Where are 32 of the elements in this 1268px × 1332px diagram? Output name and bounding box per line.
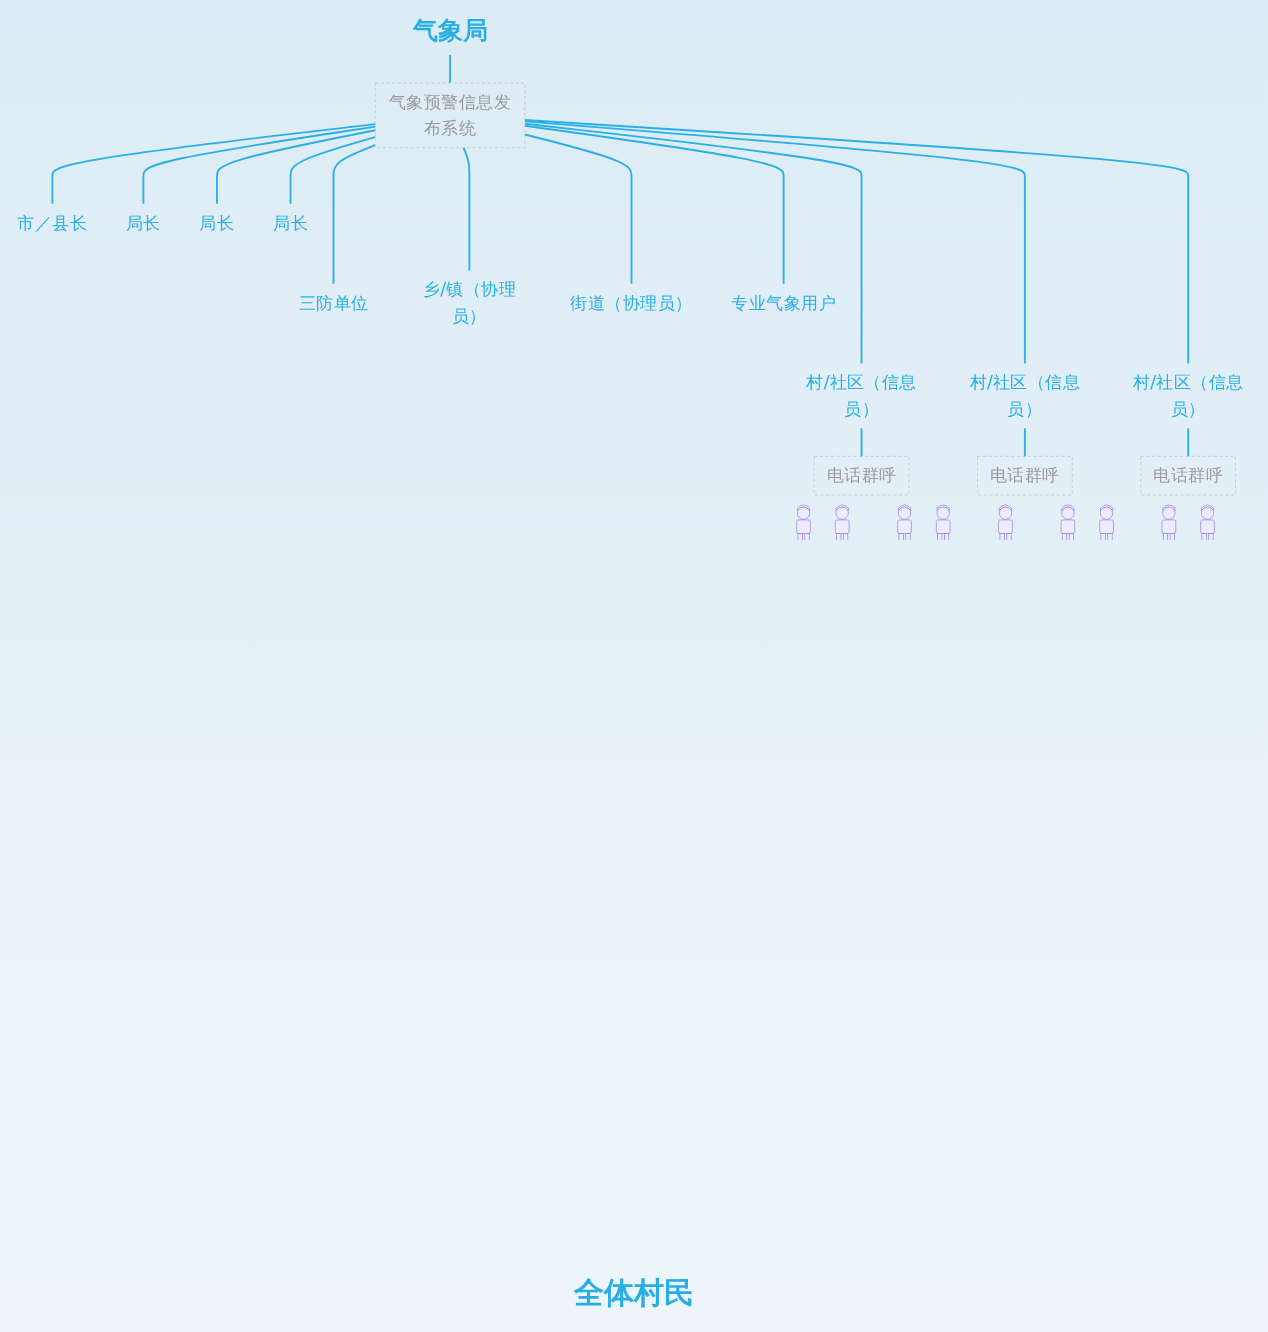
connector: [449, 53, 452, 84]
connector: [289, 136, 377, 205]
connector: [332, 144, 377, 285]
connector: [523, 133, 633, 285]
node-text: 村/社区（信息员）: [969, 372, 1081, 419]
node-text: 气象局: [412, 15, 488, 45]
connector: [523, 122, 863, 365]
node-box: 电话群呼: [813, 456, 910, 496]
node-text: 村/社区（信息员）: [1132, 372, 1244, 419]
connector: [860, 427, 863, 458]
connector: [1187, 427, 1190, 458]
connector: [51, 123, 377, 205]
connector: [1023, 427, 1026, 458]
node-text: 局长: [125, 212, 161, 234]
node-text: 局长: [199, 212, 235, 234]
node-box: 气象预警信息发布系统: [375, 82, 526, 149]
node-text: 街道（协理员）: [570, 292, 693, 313]
connector: [216, 129, 377, 205]
node-text: 局长: [273, 212, 308, 234]
node-text: 三防单位: [298, 292, 369, 313]
connector: [523, 124, 785, 285]
node-text: 乡/镇（协理员）: [422, 279, 516, 327]
node-text: 村/社区（信息员）: [806, 372, 917, 419]
group-caption: 全体村民: [574, 1274, 694, 1312]
node-box: 电话群呼: [977, 456, 1073, 496]
connector: [523, 119, 1190, 365]
node-text: 市／县长: [17, 212, 88, 234]
connector: [523, 120, 1026, 365]
connector: [462, 146, 471, 272]
connector: [142, 125, 377, 205]
node-text: 专业气象用户: [731, 292, 836, 313]
node-box: 电话群呼: [1140, 456, 1236, 496]
